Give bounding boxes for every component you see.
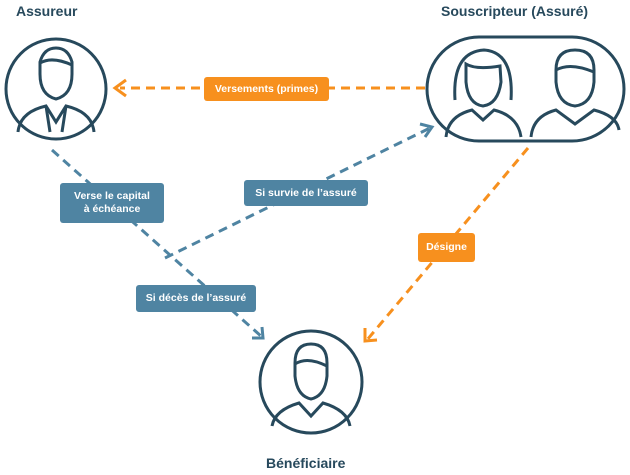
versements-arrowhead — [112, 78, 127, 98]
capital-label-line2: à échéance — [83, 203, 141, 215]
beneficiaire-person-icon — [293, 342, 329, 401]
souscripteur-title: Souscripteur (Assuré) — [441, 3, 589, 19]
survie-arrowhead — [419, 122, 435, 138]
assureur-person-icon — [38, 46, 74, 101]
beneficiaire-node — [258, 329, 364, 435]
souscripteur-woman-icon — [453, 48, 513, 101]
designe-arrowhead — [363, 328, 378, 343]
assureur-node — [4, 37, 108, 141]
deces-label: Si décès de l’assuré — [136, 285, 256, 312]
survie-label: Si survie de l’assuré — [244, 180, 368, 206]
souscripteur-node — [425, 35, 626, 143]
assureur-title: Assureur — [16, 3, 78, 19]
survie-connector — [164, 126, 431, 260]
capital-label-line1: Verse le capital — [74, 190, 150, 202]
capital-arrowhead — [252, 326, 265, 340]
capital-label: Verse le capital à échéance — [60, 183, 164, 223]
beneficiaire-title: Bénéficiaire — [266, 455, 346, 471]
designe-label: Désigne — [418, 233, 475, 262]
capital-connector — [51, 148, 263, 339]
versements-label: Versements (primes) — [204, 77, 329, 101]
souscripteur-man-icon — [554, 48, 596, 108]
